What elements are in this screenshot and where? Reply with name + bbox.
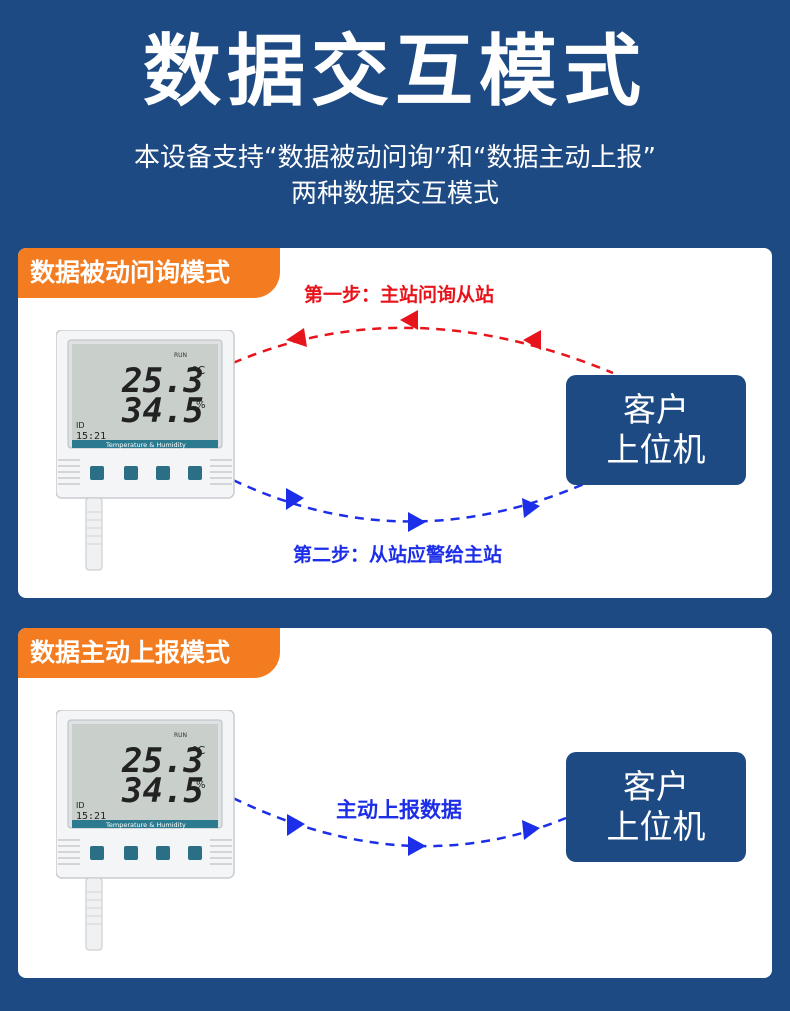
report-arrowhead-2	[408, 836, 426, 856]
report-arc	[232, 796, 567, 848]
device-time: 15:21	[76, 431, 106, 442]
device-temp-unit: °C	[192, 364, 206, 377]
svg-text:RUN: RUN	[174, 352, 187, 359]
sensor-device: RUN 25.3 °C 34.5 % ID 15:21 Temperature …	[56, 330, 235, 571]
active-report-panel: 数据主动上报模式 主动上报数据 客户 上位机 RUN 25.3 °C 34.5 …	[18, 628, 772, 978]
device-brand-label: Temperature & Humidity	[105, 821, 186, 829]
passive-flow-arrows	[232, 310, 614, 532]
step1-label: 第一步：主站问询从站	[304, 284, 495, 306]
host-line-2: 上位机	[606, 807, 706, 846]
active-mode-tag: 数据主动上报模式	[18, 628, 280, 678]
response-arrowhead-2	[408, 512, 426, 532]
report-label: 主动上报数据	[336, 798, 462, 822]
device-id-label: ID	[76, 801, 85, 810]
report-arrowhead-1	[287, 814, 305, 836]
sensor-device: RUN 25.3 °C 34.5 % ID 15:21 Temperature …	[56, 710, 235, 951]
report-arrowhead-3	[522, 820, 540, 840]
device-buttons	[90, 846, 202, 860]
device-hum-unit: %	[196, 400, 206, 411]
device-humidity: 34.5	[121, 771, 204, 811]
device-humidity: 34.5	[121, 391, 204, 431]
svg-text:RUN: RUN	[174, 732, 187, 739]
device-hum-unit: %	[196, 780, 206, 791]
device-temp-unit: °C	[192, 744, 206, 757]
step2-label: 第二步：从站应警给主站	[293, 544, 503, 566]
passive-query-panel: 数据被动问询模式 第一步：主站问询从站 第二步：从站应警给主站 客户 上位机 R…	[18, 248, 772, 598]
request-arrowhead-2	[400, 310, 418, 330]
device-temperature: 25.3	[121, 741, 204, 781]
host-line-1: 客户	[623, 390, 689, 429]
host-computer-box: 客户 上位机	[566, 375, 746, 485]
active-flow-arrows	[232, 796, 567, 856]
device-buttons	[90, 466, 202, 480]
subtitle-line-2: 两种数据交互模式	[290, 179, 499, 209]
device-brand-label: Temperature & Humidity	[105, 441, 186, 449]
response-arrowhead-1	[286, 488, 304, 510]
device-time: 15:21	[76, 811, 106, 822]
page-title: 数据交互模式	[142, 27, 647, 117]
device-temperature: 25.3	[121, 361, 204, 401]
request-arrowhead-3	[286, 328, 307, 347]
host-line-1: 客户	[623, 767, 689, 806]
passive-mode-tag: 数据被动问询模式	[18, 248, 280, 298]
request-arc	[232, 326, 614, 375]
subtitle-line-1: 本设备支持“数据被动问询”和“数据主动上报”	[134, 143, 656, 173]
host-computer-box: 客户 上位机	[566, 752, 746, 862]
page-subtitle: 本设备支持“数据被动问询”和“数据主动上报” 两种数据交互模式	[0, 140, 790, 212]
host-line-2: 上位机	[606, 430, 706, 469]
response-arrowhead-3	[522, 498, 540, 518]
request-arrowhead-1	[523, 330, 541, 350]
device-id-label: ID	[76, 421, 85, 430]
